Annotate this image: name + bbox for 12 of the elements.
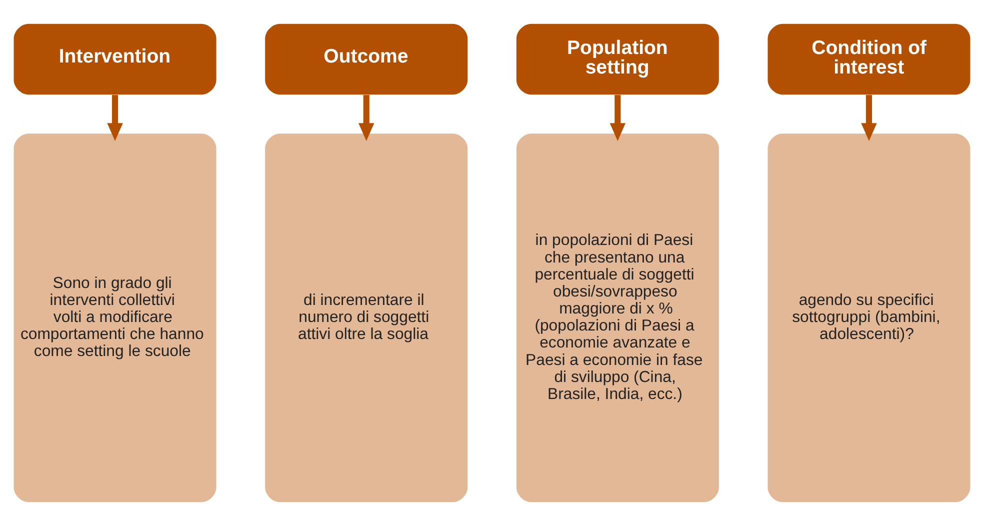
- node-box: Condition of interest: [768, 23, 970, 94]
- arrow: [610, 94, 626, 141]
- node-box: Population setting: [516, 23, 719, 94]
- node-box: Outcome: [265, 23, 468, 94]
- node-box: di incrementare il numero di soggetti attivi oltre la soglia: [265, 133, 468, 502]
- arrow: [107, 94, 123, 141]
- node-box: agendo su specifici sottogruppi (bambini, adolescenti)?: [768, 133, 970, 502]
- node-box: in popolazioni di Paesi che presentano una percentuale di soggetti obesi/sovrappeso maggiore di x % (popolazioni di Paesi a economie avanzate e Paesi a economie in fase di sviluppo (Cina, Brasile, India, ecc.): [516, 133, 719, 502]
- node-box: Intervention: [14, 23, 216, 94]
- node-box: Sono in grado gli interventi collettivi volti a modificare comportamenti che hanno come setting le scuole: [14, 133, 216, 502]
- arrow: [861, 94, 877, 141]
- arrow: [358, 94, 374, 141]
